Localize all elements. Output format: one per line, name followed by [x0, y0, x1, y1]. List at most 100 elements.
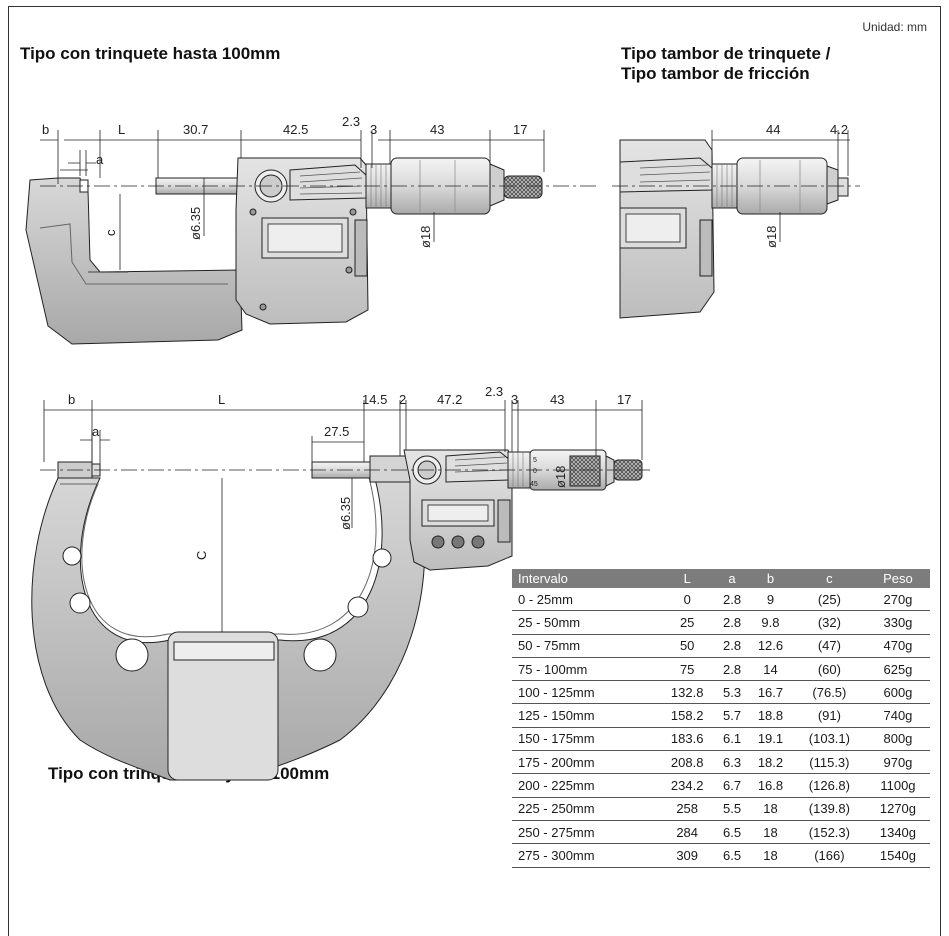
dim-b: b: [42, 122, 49, 137]
table-cell: 600g: [865, 680, 930, 705]
table-cell: 132.8: [658, 680, 717, 705]
dim-43-large: 43: [550, 392, 564, 407]
title-ratchet-thimble-line1: Tipo tambor de trinquete /: [621, 44, 831, 63]
header-b: b: [748, 569, 793, 588]
header-a: a: [716, 569, 749, 588]
table-cell: 1340g: [865, 820, 930, 845]
header-c: c: [792, 569, 866, 588]
dim-4-2: 4.2: [830, 122, 848, 137]
table-cell: 1100g: [865, 773, 930, 798]
dim-2-3-large: 2.3: [485, 384, 503, 399]
table-cell: 175 - 200mm: [512, 750, 659, 775]
table-cell: 225 - 250mm: [512, 797, 659, 821]
table-cell: 16.7: [748, 680, 793, 705]
table-cell: (166): [792, 843, 866, 868]
table-cell: 25 - 50mm: [512, 610, 659, 635]
scale-mark-mid: 0: [533, 468, 537, 475]
table-cell: 18: [748, 797, 793, 821]
table-cell: 16.8: [748, 773, 793, 798]
dim-44: 44: [766, 122, 780, 137]
dim-a: a: [96, 152, 104, 167]
table-cell: 75: [658, 657, 717, 682]
frame-c-shape: [25, 177, 243, 345]
dim-42-5: 42.5: [283, 122, 308, 137]
table-cell: 2.8: [716, 610, 749, 635]
table-cell: 800g: [865, 727, 930, 752]
table-cell: 0 - 25mm: [512, 588, 659, 612]
dim-L-large: L: [218, 392, 225, 407]
table-cell: (91): [792, 703, 866, 728]
right-dimension-labels: 44 4.2 ø18: [764, 122, 848, 248]
header-range: Intervalo: [512, 569, 659, 588]
dim-L: L: [118, 122, 125, 137]
table-cell: 100 - 125mm: [512, 680, 659, 705]
table-cell: 258: [658, 797, 717, 821]
table-cell: 970g: [865, 750, 930, 775]
scale-mark-bottom: 45: [530, 481, 538, 488]
table-cell: 125 - 150mm: [512, 703, 659, 728]
table-cell: 284: [658, 820, 717, 845]
dim-2-3: 2.3: [342, 114, 360, 129]
table-cell: 1270g: [865, 797, 930, 821]
table-cell: 158.2: [658, 703, 717, 728]
table-cell: 18.8: [748, 703, 793, 728]
header-L: L: [658, 569, 717, 588]
table-cell: 150 - 175mm: [512, 727, 659, 752]
dim-30-7: 30.7: [183, 122, 208, 137]
table-cell: 19.1: [748, 727, 793, 752]
top-dimension-labels: b L 30.7 42.5 2.3 3 43 17 a c ø6.35 ø18: [42, 114, 527, 248]
scale-mark-top: 5: [533, 457, 537, 464]
table-cell: 5.7: [716, 703, 749, 728]
table-cell: (126.8): [792, 773, 866, 798]
table-cell: 75 - 100mm: [512, 657, 659, 682]
unit-label: Unidad: mm: [862, 20, 927, 34]
bottom-dimension-labels: b L 14.5 2 47.2 2.3 3 43 17 a 27.5 ø6.35…: [68, 384, 631, 560]
page-frame: [8, 6, 941, 936]
dim-thimble-diameter: ø18: [418, 226, 433, 248]
dim-spindle-diameter-large: ø6.35: [338, 497, 353, 530]
table-cell: 1540g: [865, 843, 930, 868]
table-cell: (115.3): [792, 750, 866, 775]
table-cell: (76.5): [792, 680, 866, 705]
dim-14-5: 14.5: [362, 392, 387, 407]
table-cell: (25): [792, 588, 866, 612]
table-cell: (60): [792, 657, 866, 682]
table-cell: (103.1): [792, 727, 866, 752]
dim-thimble-diameter-right: ø18: [764, 226, 779, 248]
table-cell: 2.8: [716, 657, 749, 682]
table-cell: 6.5: [716, 843, 749, 868]
table-cell: 0: [658, 588, 717, 612]
dim-C-large: C: [194, 551, 209, 560]
dim-3: 3: [370, 122, 377, 137]
display-buttons: [431, 535, 485, 549]
title-ratchet-up-to-100: Tipo con trinquete hasta 100mm: [20, 44, 281, 63]
table-cell: 50: [658, 634, 717, 658]
table-cell: 183.6: [658, 727, 717, 752]
table-cell: 2.8: [716, 634, 749, 658]
dim-17: 17: [513, 122, 527, 137]
table-cell: 470g: [865, 634, 930, 658]
table-cell: 25: [658, 610, 717, 635]
table-cell: 234.2: [658, 773, 717, 798]
table-cell: 9: [748, 588, 793, 612]
frame-label-plate: [167, 631, 279, 781]
dim-17-large: 17: [617, 392, 631, 407]
table-cell: 250 - 275mm: [512, 820, 659, 845]
dim-b-large: b: [68, 392, 75, 407]
table-cell: (47): [792, 634, 866, 658]
table-cell: 309: [658, 843, 717, 868]
table-cell: 6.3: [716, 750, 749, 775]
dim-spindle-diameter: ø6.35: [188, 207, 203, 240]
